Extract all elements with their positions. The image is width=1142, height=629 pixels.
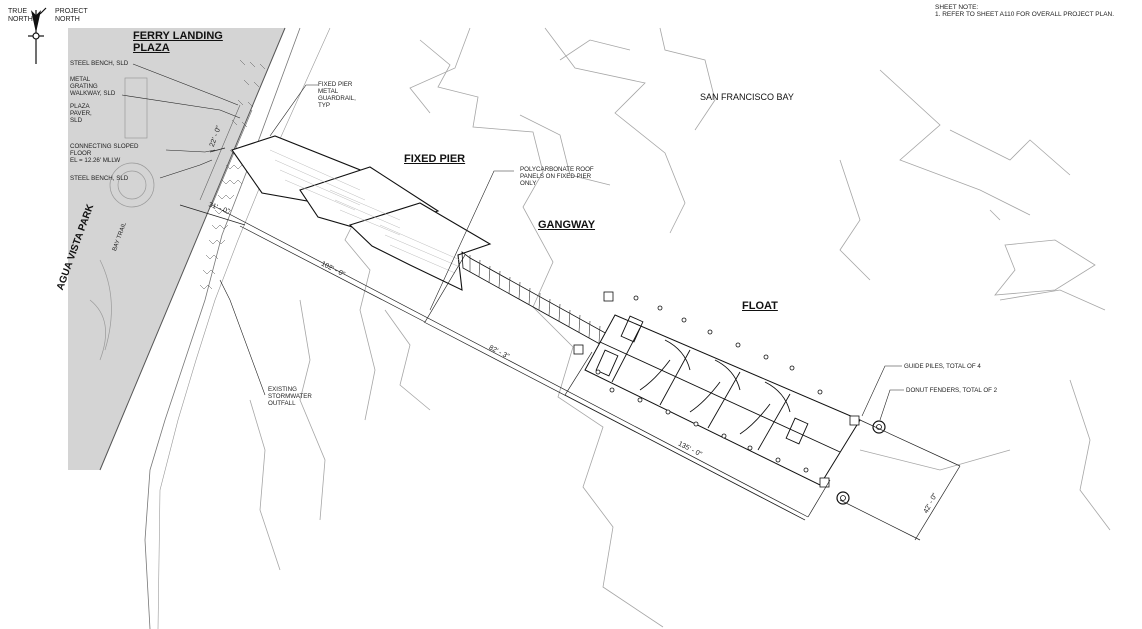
sheet-note-title: SHEET NOTE:	[935, 4, 979, 11]
bay-contours	[249, 27, 1111, 628]
float-title: FLOAT	[742, 300, 778, 312]
float	[573, 291, 886, 505]
callout-plaza-paver: PLAZA PAVER, SLD	[70, 103, 92, 124]
donut-fender-2	[836, 491, 850, 505]
ferry-plaza-title: FERRY LANDING PLAZA	[133, 30, 223, 54]
callout-roof-panels: POLYCARBONATE ROOF PANELS ON FIXED PIER …	[520, 166, 594, 187]
sheet-note-line: 1. REFER TO SHEET A110 FOR OVERALL PROJE…	[935, 11, 1115, 18]
shoreline-edge	[99, 27, 286, 471]
fixed-pier-title: FIXED PIER	[404, 153, 466, 165]
gangway	[461, 251, 619, 349]
callout-steel-bench-2: STEEL BENCH, SLD	[70, 175, 129, 182]
shoreline-rock-edge	[144, 27, 301, 629]
float-outline	[584, 314, 861, 486]
bay-label: SAN FRANCISCO BAY	[700, 92, 794, 102]
land-area	[68, 28, 285, 470]
callout-steel-bench-1: STEEL BENCH, SLD	[70, 60, 129, 67]
callout-guide-piles: GUIDE PILES, TOTAL OF 4	[904, 363, 981, 370]
pier-segment-3	[348, 202, 492, 291]
leader-lines	[121, 63, 904, 421]
callout-donut-fenders: DONUT FENDERS, TOTAL OF 2	[906, 387, 998, 394]
callout-metal-grating: METAL GRATING WALKWAY, SLD	[70, 76, 116, 97]
north-arrow-icon	[28, 7, 47, 64]
callout-outfall: EXISTING STORMWATER OUTFALL	[268, 386, 312, 407]
plaza-lines	[199, 104, 253, 206]
park-features	[89, 77, 155, 361]
project-north-label: PROJECT NORTH	[55, 8, 88, 23]
gangway-title: GANGWAY	[538, 219, 596, 231]
dimension-lines	[179, 147, 961, 541]
callout-guardrail: FIXED PIER METAL GUARDRAIL, TYP	[318, 81, 356, 109]
callout-sloped-floor: CONNECTING SLOPED FLOOR EL = 12.26' MLLW	[70, 143, 139, 164]
true-north-label: TRUE NORTH	[8, 8, 33, 23]
fixed-pier	[231, 135, 492, 291]
